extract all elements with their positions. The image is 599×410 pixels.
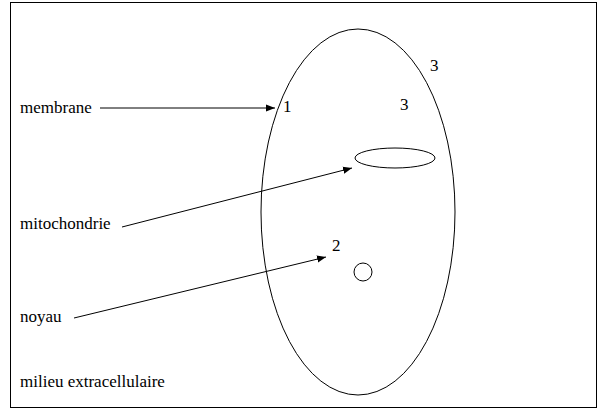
callout-number: 2 xyxy=(332,236,341,256)
callout-number: 3 xyxy=(400,95,409,115)
cell-membrane xyxy=(261,29,455,395)
part-label: noyau xyxy=(20,307,62,327)
mitochondrion xyxy=(355,148,435,168)
callout-number: 3 xyxy=(430,56,439,76)
region-label: milieu extracellulaire xyxy=(20,372,165,392)
part-label: membrane xyxy=(20,98,92,118)
leader-line xyxy=(74,257,326,318)
leader-line xyxy=(122,168,352,227)
callout-number: 1 xyxy=(283,97,292,117)
frame xyxy=(11,3,597,408)
leader-line xyxy=(100,108,275,109)
nucleus xyxy=(354,263,372,281)
part-label: mitochondrie xyxy=(20,214,111,234)
